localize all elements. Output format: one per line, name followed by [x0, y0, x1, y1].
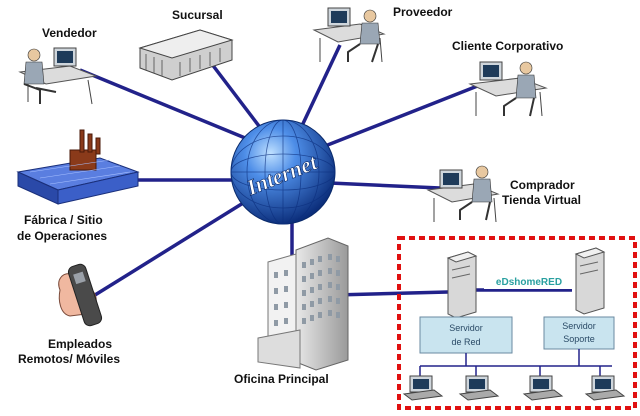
servidor-soporte-label-1: Servidor [562, 321, 596, 331]
servidor-red-box: Servidor de Red [419, 316, 513, 354]
sucursal-building-icon [138, 29, 234, 81]
link-comprador [329, 181, 441, 190]
servidor-red-label-2: de Red [451, 337, 480, 347]
label-cliente-corporativo: Cliente Corporativo [452, 39, 564, 53]
link-proveedor [298, 44, 342, 131]
fabrica-factory-icon [16, 129, 140, 205]
label-oficina-principal: Oficina Principal [234, 372, 329, 386]
lan-pc-2-icon [458, 375, 500, 401]
label-empleados-1: Empleados [48, 337, 113, 351]
link-empleados [94, 198, 249, 297]
label-proveedor: Proveedor [393, 5, 453, 19]
server-soporte-icon [574, 247, 606, 315]
lan-pc-3-icon [522, 375, 564, 401]
servidor-red-label-1: Servidor [449, 323, 483, 333]
oficina-building-icon [257, 237, 349, 371]
link-sucursal [203, 53, 264, 132]
connection-lines [79, 44, 572, 297]
vendedor-workstation-icon [18, 47, 98, 105]
link-vendedor [79, 68, 251, 142]
cliente-workstation-icon [468, 61, 548, 117]
link-lan [334, 290, 449, 297]
logo-text: eDshomeRED [496, 277, 562, 288]
label-vendedor: Vendedor [42, 26, 97, 40]
internet-globe: Internet [230, 119, 336, 225]
label-empleados-2: Remotos/ Móviles [18, 352, 121, 366]
label-fabrica-1: Fábrica / Sitio [24, 213, 103, 227]
label-comprador-1: Comprador [510, 178, 575, 192]
label-fabrica-2: de Operaciones [17, 229, 108, 243]
mobile-phone-icon [58, 263, 103, 327]
comprador-workstation-icon [426, 165, 500, 223]
proveedor-workstation-icon [312, 7, 386, 63]
server-red-icon [446, 251, 478, 319]
lan-dashed-border [397, 236, 637, 410]
servidor-soporte-box: Servidor Soporte [543, 316, 615, 350]
label-sucursal: Sucursal [172, 8, 223, 22]
servidor-soporte-label-2: Soporte [563, 334, 595, 344]
lan-pc-4-icon [584, 375, 626, 401]
link-cliente [319, 83, 481, 150]
label-comprador-2: Tienda Virtual [502, 193, 581, 207]
logo-box [484, 273, 574, 289]
lan-pc-1-icon [402, 375, 444, 401]
